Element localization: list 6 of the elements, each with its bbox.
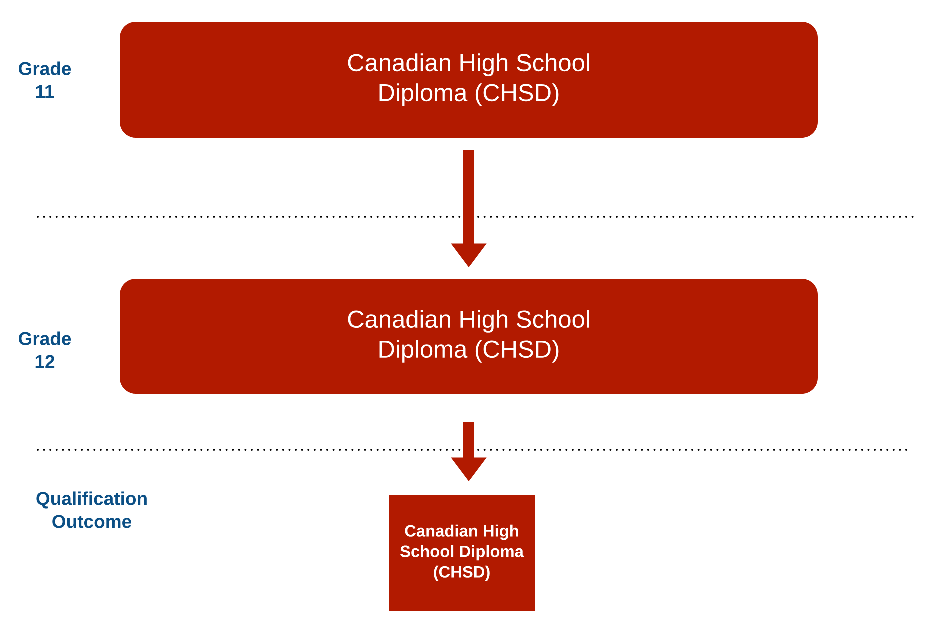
- row-label: Grade 11: [19, 62, 72, 98]
- row-label: Grade 12: [19, 332, 72, 368]
- rounded-box: Canadian High School Diploma (CHSD): [120, 22, 818, 138]
- box: Canadian High School Diploma (CHSD): [389, 495, 535, 611]
- row-label: Qualification Outcome: [36, 492, 147, 528]
- rounded-box: Canadian High School Diploma (CHSD): [120, 279, 818, 394]
